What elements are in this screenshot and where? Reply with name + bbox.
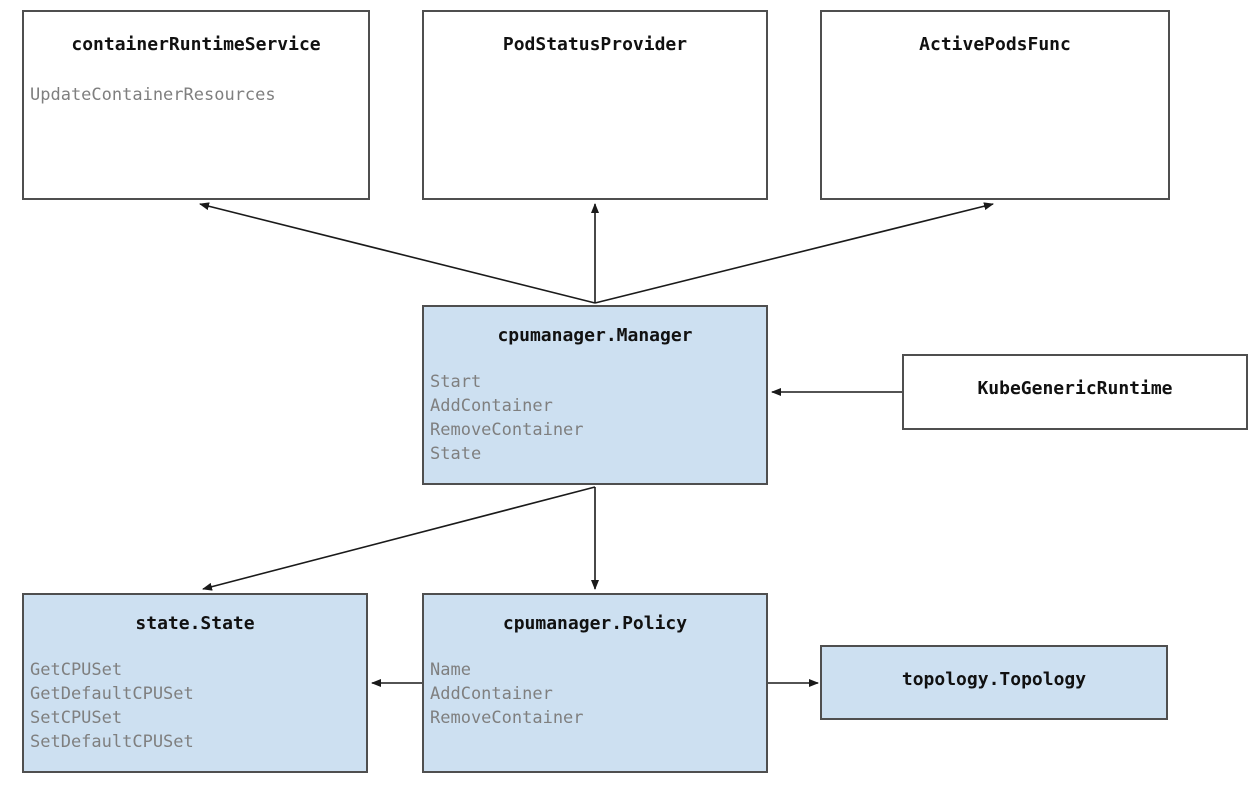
member-item: AddContainer — [430, 396, 553, 416]
node-topology-topology[interactable]: topology.Topology — [820, 645, 1168, 720]
node-title: cpumanager.Manager — [497, 325, 693, 346]
node-title: PodStatusProvider — [502, 34, 688, 55]
member-item: RemoveContainer — [430, 420, 584, 440]
node-members: UpdateContainerResources — [30, 83, 368, 107]
node-title: state.State — [135, 613, 255, 634]
member-item: Start — [430, 372, 482, 392]
node-title: topology.Topology — [901, 669, 1087, 690]
node-title: cpumanager.Policy — [502, 613, 688, 634]
member-item: Name — [430, 660, 471, 680]
node-title: KubeGenericRuntime — [977, 378, 1173, 399]
node-pod-status-provider[interactable]: PodStatusProvider — [422, 10, 768, 200]
member-item: SetCPUSet — [30, 708, 123, 728]
node-members: Name AddContainer RemoveContainer — [430, 658, 766, 730]
member-item: SetDefaultCPUSet — [30, 732, 194, 752]
node-container-runtime-service[interactable]: containerRuntimeService UpdateContainerR… — [22, 10, 370, 200]
node-title: containerRuntimeService — [71, 34, 321, 55]
member-item: GetDefaultCPUSet — [30, 684, 194, 704]
member-item: State — [430, 444, 482, 464]
node-state-state[interactable]: state.State GetCPUSet GetDefaultCPUSet S… — [22, 593, 368, 773]
node-active-pods-func[interactable]: ActivePodsFunc — [820, 10, 1170, 200]
node-members: GetCPUSet GetDefaultCPUSet SetCPUSet Set… — [30, 658, 366, 754]
node-kube-generic-runtime[interactable]: KubeGenericRuntime — [902, 354, 1248, 430]
edge-manager-to-container-runtime-service — [199, 202, 596, 304]
node-title: ActivePodsFunc — [919, 34, 1071, 55]
member-item: GetCPUSet — [30, 660, 123, 680]
node-cpumanager-manager[interactable]: cpumanager.Manager Start AddContainer Re… — [422, 305, 768, 485]
node-cpumanager-policy[interactable]: cpumanager.Policy Name AddContainer Remo… — [422, 593, 768, 773]
member-item: UpdateContainerResources — [30, 85, 276, 105]
member-item: AddContainer — [430, 684, 553, 704]
member-item: RemoveContainer — [430, 708, 584, 728]
node-members: Start AddContainer RemoveContainer State — [430, 370, 766, 466]
edge-manager-to-active-pods-func — [594, 202, 994, 304]
edge-manager-to-state-state — [202, 486, 596, 591]
